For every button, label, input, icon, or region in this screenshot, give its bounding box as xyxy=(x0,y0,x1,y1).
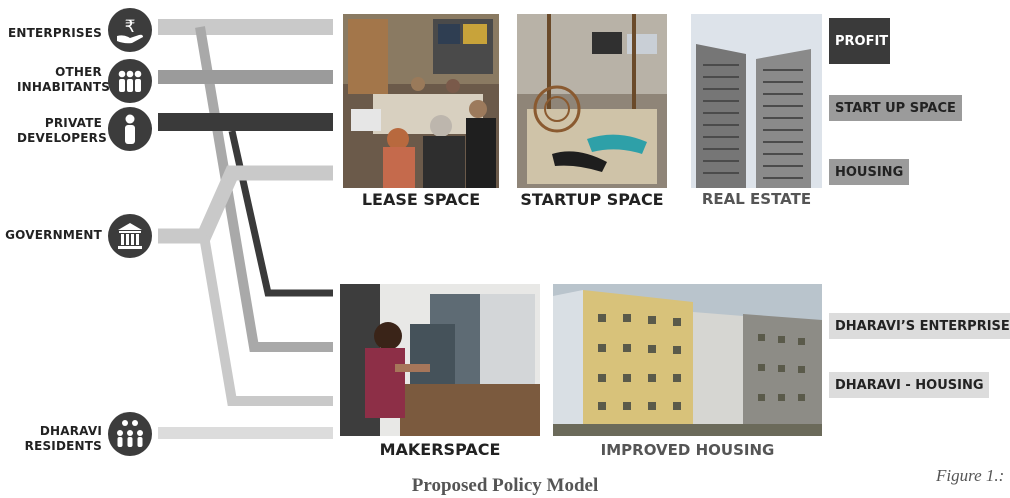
svg-text:₹: ₹ xyxy=(125,17,136,37)
figure-title: Proposed Policy Model xyxy=(411,475,599,496)
rupee-hand-icon: ₹ xyxy=(108,8,152,52)
photo-startup-space xyxy=(517,14,667,188)
caption-makerspace: MAKERSPACE xyxy=(379,440,501,459)
caption-real-estate: REAL ESTATE xyxy=(701,190,812,208)
caption-improved-housing: IMPROVED HOUSING xyxy=(600,441,775,459)
government-building-icon xyxy=(108,214,152,258)
flow-developers-maker xyxy=(228,130,333,297)
outcome-startup-space: START UP SPACE xyxy=(829,95,962,121)
photo-lease-space xyxy=(343,14,499,188)
flow-government-housing xyxy=(158,165,333,244)
crowd-icon xyxy=(108,412,152,456)
photo-real-estate xyxy=(691,14,822,188)
caption-lease-space: LEASE SPACE xyxy=(361,190,481,209)
flow-government-dharavi xyxy=(199,235,333,406)
stakeholder-label-enterprises: ENTERPRISES xyxy=(7,26,102,40)
stakeholder-label-inhabitants: OTHER INHABITANTS xyxy=(17,65,111,94)
caption-startup-space: STARTUP SPACE xyxy=(520,190,664,209)
flow-enterprises-maker xyxy=(195,26,333,352)
outcome-dharavi-enterprises: DHARAVI’S ENTERPRISES xyxy=(829,313,1010,339)
photo-improved-housing xyxy=(553,284,822,436)
outcome-profit: PROFIT xyxy=(829,18,890,64)
stakeholder-label-developers: PRIVATE DEVELOPERS xyxy=(17,116,107,145)
stakeholder-label-government: GOVERNMENT xyxy=(5,228,102,242)
outcome-dharavi-housing: DHARAVI - HOUSING xyxy=(829,372,989,398)
person-icon xyxy=(108,107,152,151)
photo-makerspace xyxy=(340,284,540,436)
group-people-icon xyxy=(108,59,152,103)
stakeholder-label-residents: DHARAVI RESIDENTS xyxy=(24,424,102,453)
outcome-housing: HOUSING xyxy=(829,159,910,185)
figure-number: Figure 1.: xyxy=(936,466,1005,485)
